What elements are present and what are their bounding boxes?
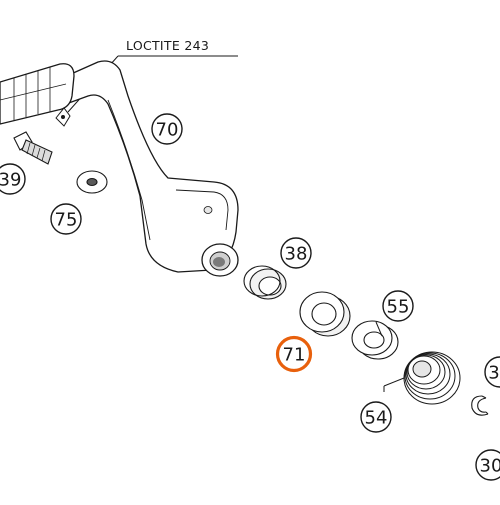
callout-71-circle <box>275 335 313 373</box>
callout-38-circle <box>280 237 312 269</box>
callout-70[interactable]: 70 <box>151 113 183 145</box>
callout-55-circle <box>382 290 414 322</box>
kick-starter-lever <box>0 60 239 277</box>
callout-70-label: 70 <box>156 120 179 141</box>
callout-38[interactable]: 38 <box>280 237 312 269</box>
callout-75[interactable]: 75 <box>50 203 82 235</box>
callout-70-circle <box>151 113 183 145</box>
callout-75-circle <box>50 203 82 235</box>
split-ring-part <box>351 320 399 360</box>
lever-clip <box>55 107 71 127</box>
spring-part <box>383 351 461 405</box>
callout-71-label: 71 <box>283 345 306 366</box>
bushing-part <box>299 291 351 337</box>
callout-54[interactable]: 54 <box>360 401 392 433</box>
callout-38-label: 38 <box>285 244 308 265</box>
callout-3-label: 3 <box>488 363 499 384</box>
callout-30-label: 30 <box>480 456 500 477</box>
callout-3-circle <box>484 356 500 388</box>
loctite-note-label: LOCTITE 243 <box>126 38 209 53</box>
callout-55[interactable]: 55 <box>382 290 414 322</box>
callout-39[interactable]: 39 <box>0 163 26 195</box>
callout-55-label: 55 <box>387 297 410 318</box>
bolt-part <box>13 131 53 165</box>
circlip-part <box>471 395 489 416</box>
callout-30-circle <box>475 449 500 481</box>
callout-75-label: 75 <box>55 210 78 231</box>
callout-71[interactable]: 71 <box>275 335 313 373</box>
callout-54-circle <box>360 401 392 433</box>
seal-ring-part <box>243 265 287 300</box>
callout-39-circle <box>0 163 26 195</box>
washer-part <box>76 170 108 194</box>
callout-30[interactable]: 30 <box>475 449 500 481</box>
callout-54-label: 54 <box>365 408 388 429</box>
callout-39-label: 39 <box>0 170 21 191</box>
callout-3[interactable]: 3 <box>484 356 500 388</box>
